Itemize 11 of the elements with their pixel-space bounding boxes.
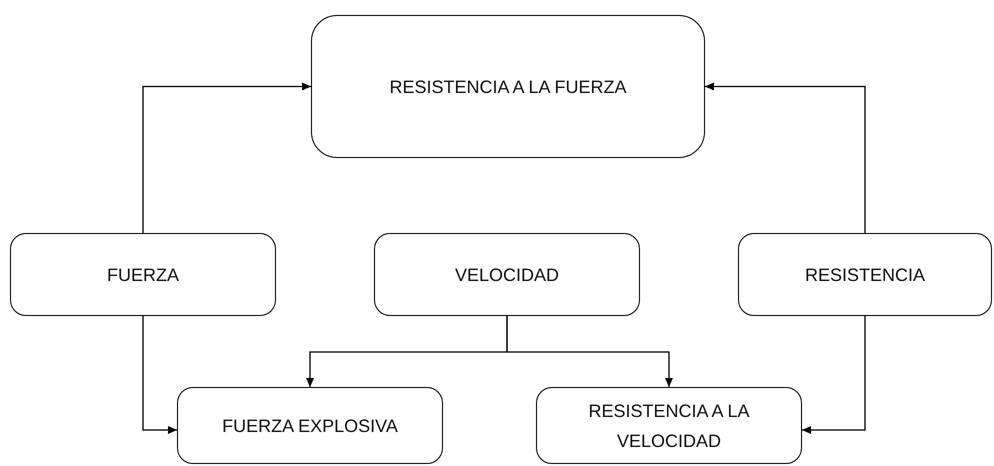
process-box: RESISTENCIA (738, 233, 992, 316)
process-box: RESISTENCIA A LA FUERZA (311, 15, 705, 158)
arrow (142, 82, 311, 233)
arrow (506, 316, 673, 387)
arrow (142, 316, 177, 434)
process-box: FUERZA EXPLOSIVA (177, 387, 443, 464)
arrow (705, 82, 866, 233)
process-box: VELOCIDAD (374, 233, 640, 316)
arrow (802, 316, 866, 434)
process-box: FUERZA (10, 233, 276, 316)
process-box: RESISTENCIA A LA VELOCIDAD (536, 387, 802, 464)
